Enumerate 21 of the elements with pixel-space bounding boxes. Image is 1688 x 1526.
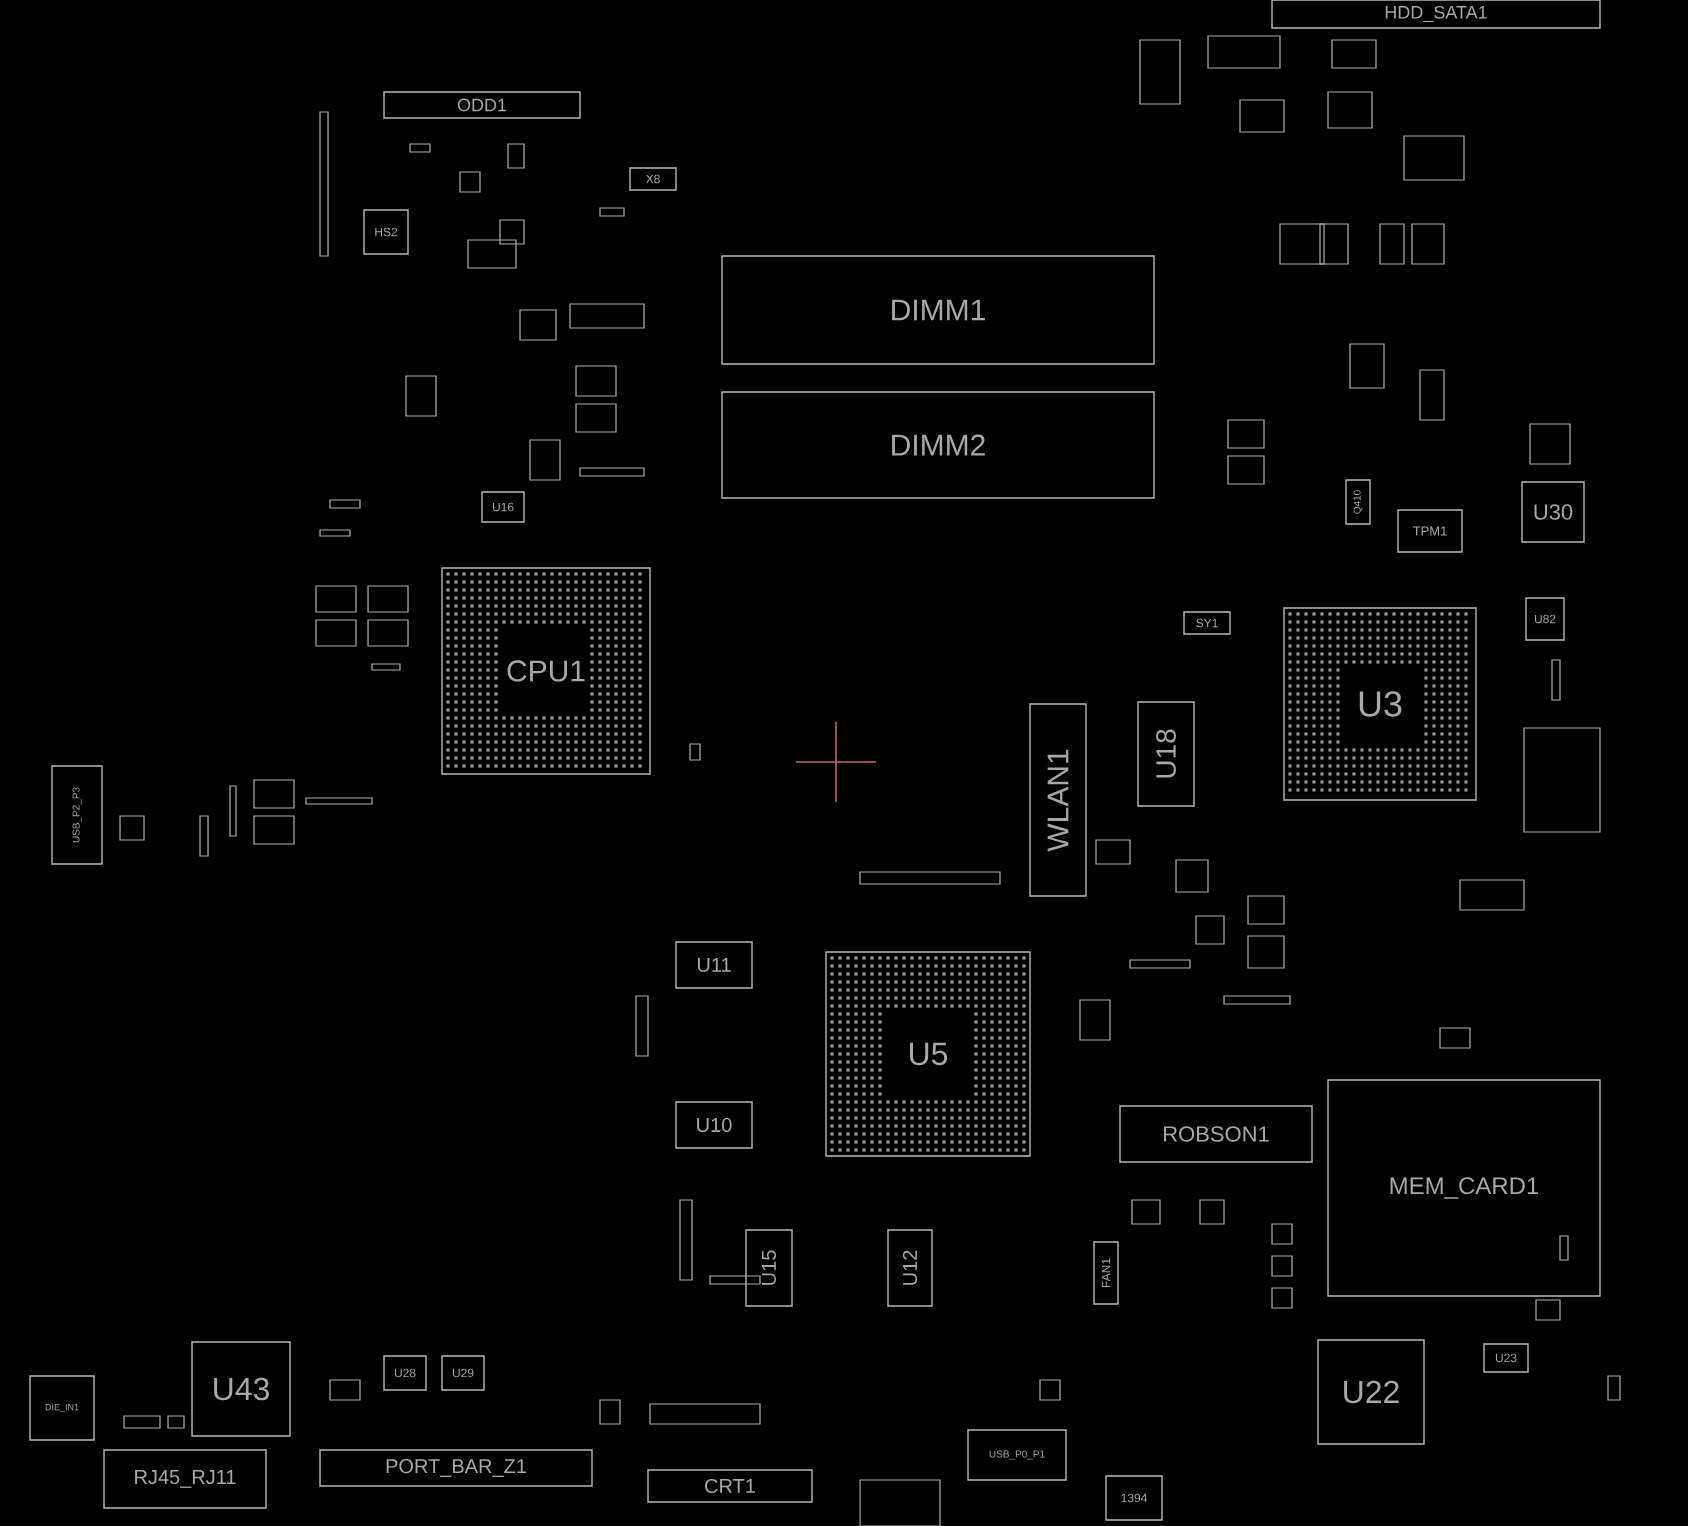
- component-outline: U11: [675, 941, 753, 989]
- component-outline: U15: [745, 1229, 793, 1307]
- component-outline: CPU1: [441, 567, 651, 775]
- component-outline: CRT1: [647, 1469, 813, 1503]
- component-outline: U22: [1317, 1339, 1425, 1445]
- component-outline: PORT_BAR_Z1: [319, 1449, 593, 1487]
- component-outline: ROBSON1: [1119, 1105, 1313, 1163]
- component-outline: ODD1: [383, 91, 581, 119]
- component-outline: U18: [1137, 701, 1195, 807]
- component-outline: HDD_SATA1: [1271, 0, 1601, 29]
- component-outline: WLAN1: [1029, 703, 1087, 897]
- component-outline: U12: [887, 1229, 933, 1307]
- component-outline: U3: [1283, 607, 1477, 801]
- component-outline: MEM_CARD1: [1327, 1079, 1601, 1297]
- component-outline: RJ45_RJ11: [103, 1449, 267, 1509]
- component-outline: U10: [675, 1101, 753, 1149]
- component-outline: DIMM1: [721, 255, 1155, 365]
- component-outline: U30: [1521, 481, 1585, 543]
- component-outline: U43: [191, 1341, 291, 1437]
- component-outline: DIMM2: [721, 391, 1155, 499]
- component-outline: U5: [825, 951, 1031, 1157]
